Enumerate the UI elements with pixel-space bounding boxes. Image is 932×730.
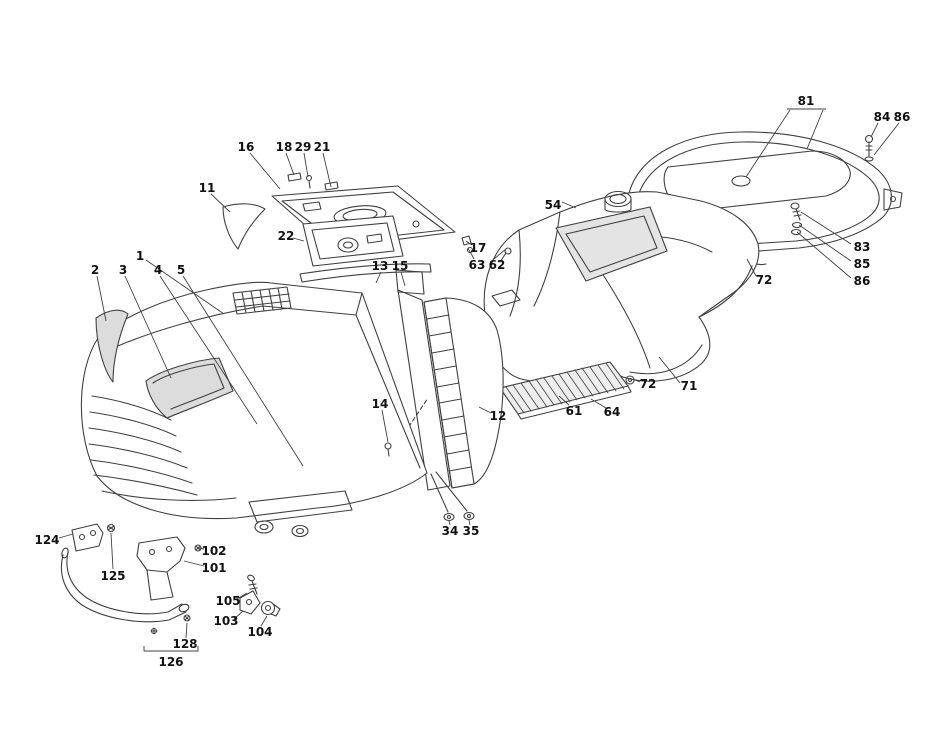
footrest-plate (499, 361, 632, 420)
callout-label-128: 128 (172, 637, 197, 651)
leader-line (249, 152, 281, 190)
callout-label-71: 71 (681, 379, 698, 393)
callout-label-5: 5 (177, 263, 185, 277)
callout-label-105: 105 (215, 594, 240, 608)
callout-label-17: 17 (470, 241, 487, 255)
callout-label-72: 72 (640, 377, 657, 391)
leader-line (796, 231, 852, 279)
leader-line (561, 201, 577, 209)
leader-line (210, 193, 231, 213)
leader-line (145, 259, 225, 315)
callout-label-15: 15 (392, 259, 409, 273)
center-panel (392, 289, 504, 513)
callout-label-72: 72 (756, 273, 773, 287)
leader-line (236, 592, 248, 600)
callout-label-126: 126 (158, 655, 183, 669)
rear-fender (483, 190, 760, 387)
callout-label-13: 13 (372, 259, 389, 273)
leader-line (478, 406, 492, 414)
front-hood (80, 281, 428, 520)
leader-line (124, 275, 172, 379)
callout-label-86: 86 (894, 110, 911, 124)
callout-label-124: 124 (34, 533, 59, 547)
leader-line (285, 152, 295, 176)
callout-label-81: 81 (798, 94, 815, 108)
leader-line (185, 622, 188, 639)
callout-label-14: 14 (372, 397, 389, 411)
callout-label-11: 11 (199, 181, 216, 195)
leader-line (322, 152, 332, 188)
leader-line (467, 247, 475, 260)
callout-label-4: 4 (154, 263, 162, 277)
leader-line (110, 532, 114, 570)
leader-line (873, 122, 900, 156)
headlight-lens (145, 357, 234, 419)
callout-label-35: 35 (463, 524, 480, 538)
leader-line (632, 378, 641, 383)
leader-line (183, 560, 205, 567)
callout-label-54: 54 (545, 198, 562, 212)
callout-label-21: 21 (314, 140, 331, 154)
side-trim-piece (95, 309, 129, 383)
leader-line (292, 237, 305, 242)
callout-label-63: 63 (469, 258, 486, 272)
callout-label-34: 34 (442, 524, 459, 538)
leader-line (746, 258, 757, 277)
leader-line (468, 519, 471, 526)
leader-line (260, 615, 268, 627)
callout-label-3: 3 (119, 263, 127, 277)
leader-line (58, 533, 74, 539)
callout-label-125: 125 (100, 569, 125, 583)
leader-line (590, 398, 607, 409)
leader-line (558, 395, 570, 406)
leader-line (800, 211, 852, 245)
leader-line (182, 275, 304, 467)
hinge-bar (248, 490, 353, 538)
callout-label-12: 12 (490, 409, 507, 423)
leader-line (400, 271, 406, 287)
callout-label-16: 16 (238, 140, 255, 154)
callout-label-102: 102 (201, 544, 226, 558)
leader-line (448, 520, 451, 526)
callout-label-18: 18 (276, 140, 293, 154)
callout-label-22: 22 (278, 229, 295, 243)
leader-line (233, 610, 244, 620)
leader-line (96, 275, 107, 322)
diagram-art (60, 131, 903, 635)
group-bracket (143, 646, 199, 652)
callout-label-2: 2 (91, 263, 99, 277)
leader-line (493, 248, 507, 260)
leader-line (658, 356, 681, 384)
callout-label-103: 103 (213, 614, 238, 628)
leader-line (806, 109, 824, 150)
leader-lines (58, 108, 900, 652)
leader-line (465, 240, 473, 246)
leader-line (745, 109, 791, 178)
leader-line (381, 409, 389, 443)
leader-line (159, 275, 258, 425)
callout-label-62: 62 (489, 258, 506, 272)
leader-line (198, 547, 205, 550)
callout-label-1: 1 (136, 249, 144, 263)
callout-label-85: 85 (854, 257, 871, 271)
callout-label-64: 64 (604, 405, 621, 419)
leader-line (798, 224, 852, 262)
leader-line (375, 271, 382, 284)
hardware (384, 134, 874, 522)
callout-label-84: 84 (874, 110, 891, 124)
leader-line (303, 152, 309, 178)
callout-label-29: 29 (295, 140, 312, 154)
bumper-assembly (60, 523, 281, 635)
callout-label-61: 61 (566, 404, 583, 418)
callout-label-104: 104 (247, 625, 272, 639)
callout-label-86: 86 (854, 274, 871, 288)
callout-label-83: 83 (854, 240, 871, 254)
callout-label-101: 101 (201, 561, 226, 575)
dashboard-assembly (222, 172, 456, 295)
leader-line (870, 122, 879, 138)
